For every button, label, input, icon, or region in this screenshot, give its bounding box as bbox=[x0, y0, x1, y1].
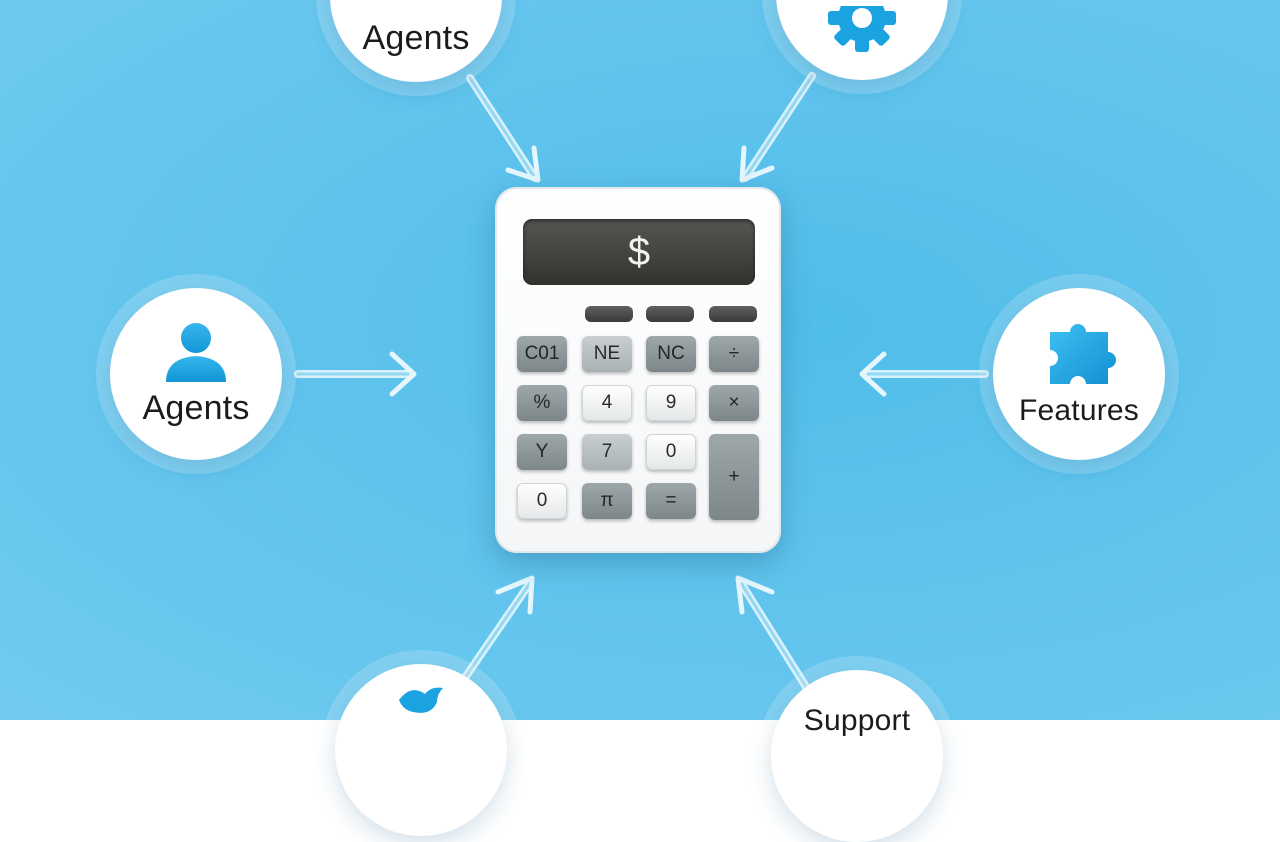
calculator-key[interactable]: C01 bbox=[517, 336, 567, 372]
bird-icon bbox=[399, 687, 443, 713]
node-features-label: Features bbox=[1019, 393, 1139, 427]
calculator-key[interactable]: NE bbox=[582, 336, 632, 372]
function-key[interactable] bbox=[646, 306, 694, 322]
function-key[interactable] bbox=[585, 306, 633, 322]
calculator-display: $ bbox=[523, 219, 755, 285]
function-key[interactable] bbox=[709, 306, 757, 322]
calculator-key[interactable]: = bbox=[646, 483, 696, 519]
calculator-key[interactable]: NC bbox=[646, 336, 696, 372]
node-agents-label: Agents bbox=[142, 389, 250, 428]
person-icon bbox=[166, 323, 226, 383]
node-support-label: Support bbox=[803, 704, 911, 737]
node-features: Features bbox=[993, 288, 1165, 460]
connector-arrows bbox=[294, 72, 989, 694]
gear-icon bbox=[828, 6, 896, 52]
calculator-key[interactable]: Y bbox=[517, 434, 567, 470]
calculator-key[interactable]: + bbox=[709, 434, 759, 520]
calculator-key[interactable]: × bbox=[709, 385, 759, 421]
calculator-key[interactable]: 4 bbox=[582, 385, 632, 421]
node-agents: Agents bbox=[110, 288, 282, 460]
calculator-key[interactable]: 7 bbox=[582, 434, 632, 470]
calculator-key[interactable]: 0 bbox=[517, 483, 567, 519]
calculator-key[interactable]: π bbox=[582, 483, 632, 519]
calculator-key[interactable]: 0 bbox=[646, 434, 696, 470]
calculator-key[interactable]: % bbox=[517, 385, 567, 421]
node-support: Support bbox=[771, 670, 943, 842]
node-settings bbox=[776, 0, 948, 80]
calculator-key[interactable]: 9 bbox=[646, 385, 696, 421]
calculator-key[interactable]: ÷ bbox=[709, 336, 759, 372]
node-agents-top-label: Agents bbox=[362, 19, 470, 58]
node-bottom-left bbox=[335, 664, 507, 836]
dollar-sign: $ bbox=[627, 229, 651, 274]
puzzle-icon bbox=[1050, 323, 1116, 384]
